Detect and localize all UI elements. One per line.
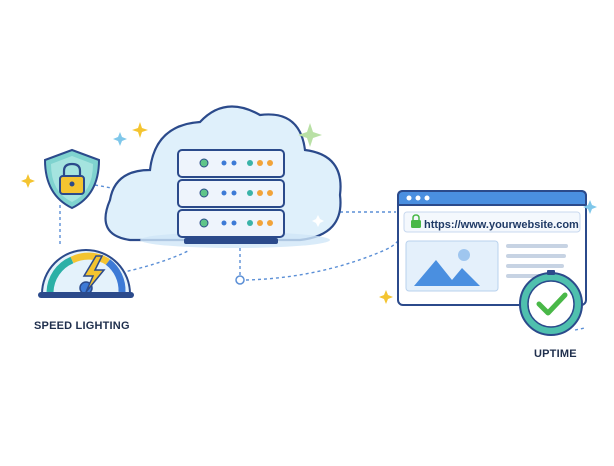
image-placeholder-icon bbox=[405, 240, 499, 292]
address-lock-icon bbox=[411, 214, 421, 228]
lightning-bolt-icon bbox=[82, 255, 106, 293]
uptime-label: UPTIME bbox=[534, 348, 577, 360]
server-rack-icon bbox=[177, 149, 285, 244]
sparkle-icon bbox=[21, 122, 597, 304]
speed-label: SPEED LIGHTING bbox=[34, 320, 130, 332]
shield-lock-icon bbox=[43, 148, 101, 210]
browser-url: https://www.yourwebsite.com bbox=[424, 219, 579, 231]
clock-check-icon bbox=[519, 270, 583, 336]
connector-node bbox=[235, 275, 245, 285]
lock-icon bbox=[59, 162, 85, 195]
